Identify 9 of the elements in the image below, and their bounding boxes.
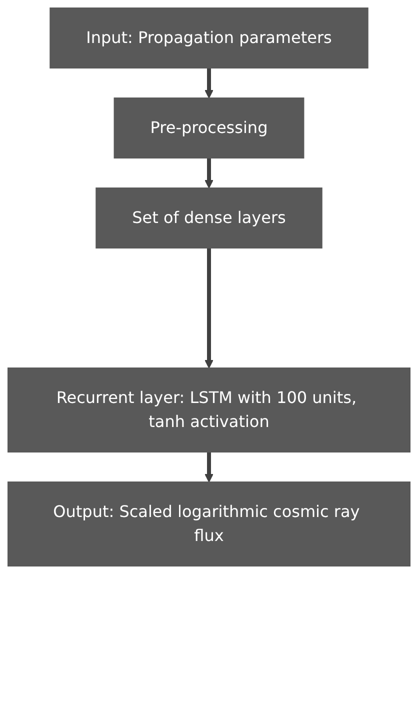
arrow (204, 452, 214, 482)
process-box: Pre-processing (114, 98, 304, 158)
process-box: Set of dense layers (96, 188, 322, 248)
arrow (204, 158, 214, 188)
process-box: Output: Scaled logarithmic cosmic ray flux (8, 482, 410, 566)
arrow (204, 68, 214, 98)
process-box: Recurrent layer: LSTM with 100 units, tanh activation (8, 368, 410, 452)
arrow (204, 248, 214, 368)
process-box: Input: Propagation parameters (50, 8, 368, 68)
